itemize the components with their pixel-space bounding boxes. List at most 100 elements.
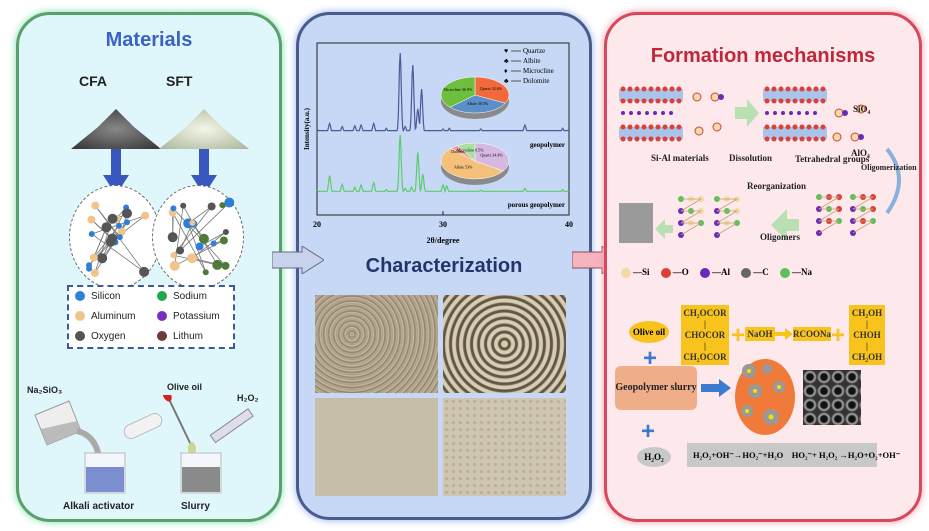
oxygen-atom xyxy=(620,98,626,104)
o-atom-icon xyxy=(660,267,671,278)
pouring-beaker-icon xyxy=(34,400,82,446)
tetrahedron xyxy=(834,108,844,118)
legend-item: Aluminum xyxy=(75,311,135,322)
dropper-icon xyxy=(162,395,196,456)
silicate-label: Na₂SiO₃ xyxy=(27,385,63,395)
bond xyxy=(818,208,840,222)
legend-item: Potassium xyxy=(157,311,220,322)
silicate-sheet xyxy=(763,89,827,101)
bond xyxy=(179,202,230,251)
plus-icon: + xyxy=(641,418,656,445)
al-atom xyxy=(718,94,724,100)
element-legend: Silicon Sodium Aluminum Potassium Oxygen… xyxy=(67,285,235,349)
sio4-label: SiO₄ xyxy=(853,104,871,114)
atom xyxy=(210,240,217,247)
oxygen-atom xyxy=(641,98,647,104)
oxygen-atom xyxy=(820,86,826,92)
bond xyxy=(716,210,738,224)
lab-apparatus-illustration xyxy=(34,395,254,494)
cfa-structure xyxy=(69,185,161,289)
oxygen-atom xyxy=(620,86,626,92)
bond xyxy=(199,231,227,247)
oxygen-atom xyxy=(662,86,668,92)
oxygen-atom xyxy=(662,124,668,130)
bubble-droplet-icon xyxy=(735,359,795,435)
oxygen-atom xyxy=(785,124,791,130)
oxygen-atom xyxy=(676,98,682,104)
pie-label: Microcline 8.5% xyxy=(457,147,485,152)
atom xyxy=(167,232,178,243)
pie-label: Albite 53% xyxy=(454,165,473,170)
plus-icon: + xyxy=(831,322,846,349)
atom xyxy=(116,222,123,229)
atom xyxy=(170,205,177,212)
slurry-beaker-icon xyxy=(180,452,222,494)
cfa-powder-icon xyxy=(71,109,161,149)
al-atom xyxy=(813,111,817,115)
atom xyxy=(88,230,95,237)
oxygen-atom xyxy=(806,98,812,104)
atom xyxy=(90,268,99,277)
oxygen-atom xyxy=(627,124,633,130)
potassium-dot-icon xyxy=(157,311,167,322)
atom xyxy=(107,213,118,224)
oxygen-atom xyxy=(662,136,668,142)
bond xyxy=(818,196,840,210)
oxygen-atom xyxy=(778,98,784,104)
oxygen-atom xyxy=(669,136,675,142)
oxygen-atom xyxy=(806,86,812,92)
oxygen-atom xyxy=(785,98,791,104)
alkali-beaker-icon xyxy=(84,452,126,494)
oxygen-atom xyxy=(799,86,805,92)
pie-label: Albite 30.5% xyxy=(467,101,489,106)
xrd-series-1 xyxy=(316,134,570,194)
oligomers-label: Oligomers xyxy=(760,232,800,242)
bond xyxy=(88,227,107,269)
oxygen-atom xyxy=(820,124,826,130)
test-tube-icon xyxy=(123,413,163,439)
series-label: geopolymer xyxy=(530,141,565,149)
atom xyxy=(212,259,223,270)
atom xyxy=(187,253,198,264)
tetrahedron xyxy=(694,126,704,136)
oxygen-atom xyxy=(820,136,826,142)
sft-structure xyxy=(152,185,244,289)
sft-label: SFT xyxy=(166,73,193,89)
oxygen-atom xyxy=(771,124,777,130)
al-atom xyxy=(789,111,793,115)
al-atom xyxy=(781,111,785,115)
oxygen-atom xyxy=(669,124,675,130)
al-atom-icon xyxy=(700,267,711,278)
oxygen-atom xyxy=(676,124,682,130)
oxygen-atom xyxy=(778,86,784,92)
oxygen-atom xyxy=(792,98,798,104)
series-label: porous geopolymer xyxy=(508,201,565,209)
legend-marker: ♣ xyxy=(504,58,509,65)
geopolymer-slurry-box: Geopolymer slurry xyxy=(615,366,697,410)
x-tick-label: 20 xyxy=(313,220,321,229)
alo4-label: AlO₄ xyxy=(851,148,870,158)
xrd-series-0 xyxy=(316,52,570,132)
atom xyxy=(116,234,123,241)
characterization-title: Characterization xyxy=(365,255,523,277)
bond xyxy=(172,212,207,273)
oxygen-atom xyxy=(655,86,661,92)
tetrahedron xyxy=(850,132,860,142)
oxygen-atom xyxy=(655,98,661,104)
oxygen-atom xyxy=(648,98,654,104)
oxygen-atom xyxy=(785,136,791,142)
oxygen-atom xyxy=(655,136,661,142)
atom xyxy=(101,222,112,233)
atom xyxy=(219,202,226,209)
right-arrow-icon xyxy=(775,328,793,340)
oligomerization-arrow-icon xyxy=(885,147,901,215)
materials-panel: Materials CFA SFT Silicon Sodium Aluminu… xyxy=(16,12,282,522)
oxygen-atom xyxy=(813,124,819,130)
oxygen-atom xyxy=(641,124,647,130)
bond xyxy=(818,220,840,234)
atom xyxy=(87,215,96,224)
oxygen-atom xyxy=(620,124,626,130)
atom xyxy=(202,269,209,276)
pie-label: Quartz 32.6% xyxy=(480,86,503,91)
